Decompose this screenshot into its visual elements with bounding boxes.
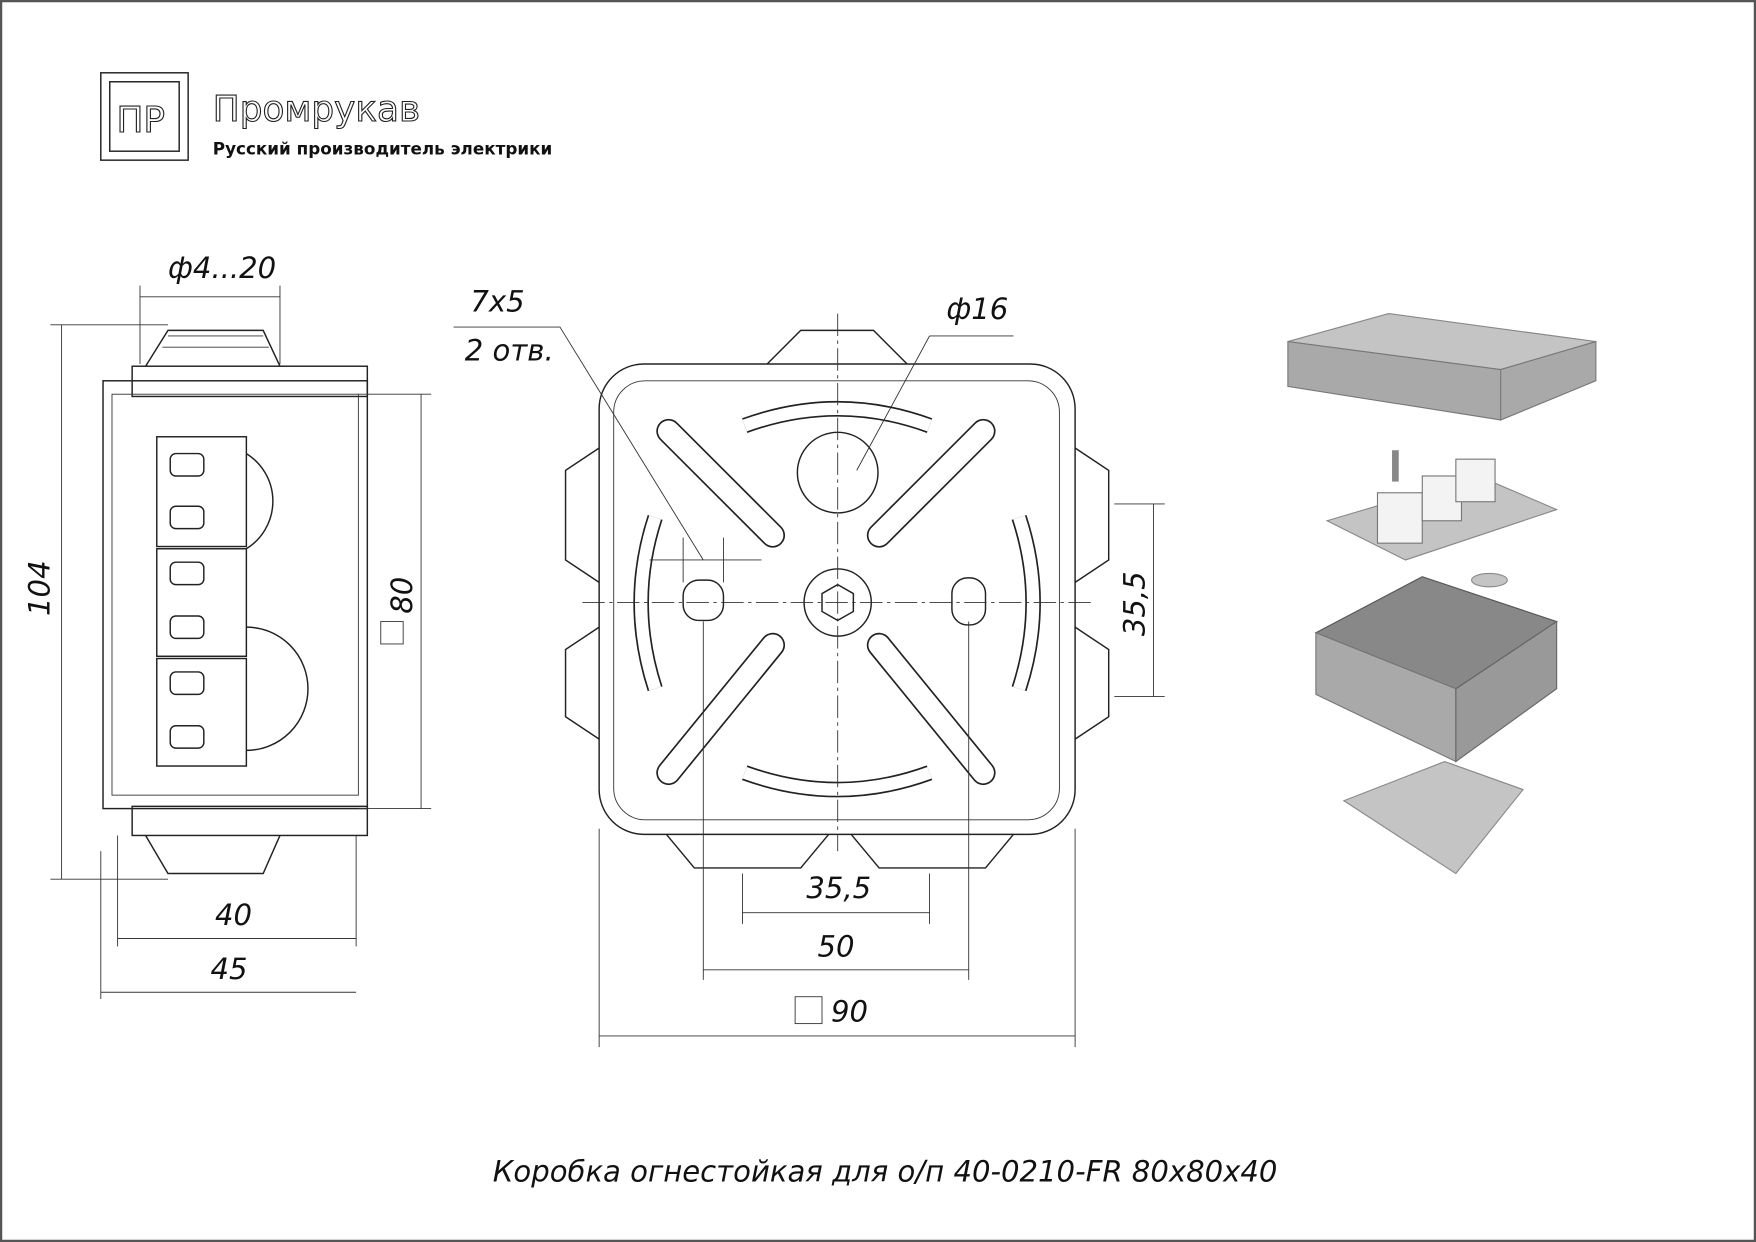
front-view: 7x5 2 отв. ф16 35,5 35,5 50 90 — [453, 284, 1165, 1048]
mounting-plate — [1342, 760, 1524, 875]
side-view: ф4...20 104 80 40 45 — [22, 251, 432, 999]
gland-spacing-label: 35,5 — [806, 871, 871, 905]
logo-mark: ПР — [116, 100, 165, 141]
gland-range-label: ф4...20 — [168, 251, 276, 285]
slot-size-label: 7x5 — [470, 284, 524, 318]
exploded-3d-render — [1287, 313, 1597, 875]
drawing-title: Коробка огнестойкая для о/п 40-0210-FR 8… — [493, 1155, 1278, 1189]
slot-count-label: 2 отв. — [465, 334, 554, 368]
company-logo: ПР Промрукав Русский производитель элект… — [100, 72, 553, 161]
overall-size-label: 90 — [831, 994, 868, 1028]
vertical-spacing-label: 35,5 — [1118, 571, 1152, 636]
logo-name: Промрукав — [213, 89, 420, 130]
hole-diameter-label: ф16 — [946, 292, 1008, 326]
logo-tagline: Русский производитель электрики — [213, 139, 553, 159]
depth-outer-label: 45 — [211, 952, 248, 986]
inner-height-label: 80 — [385, 577, 419, 614]
depth-inner-label: 40 — [215, 898, 252, 932]
terminal-blocks — [156, 436, 309, 767]
mount-spacing-label: 50 — [818, 929, 855, 963]
height-label: 104 — [22, 560, 56, 616]
